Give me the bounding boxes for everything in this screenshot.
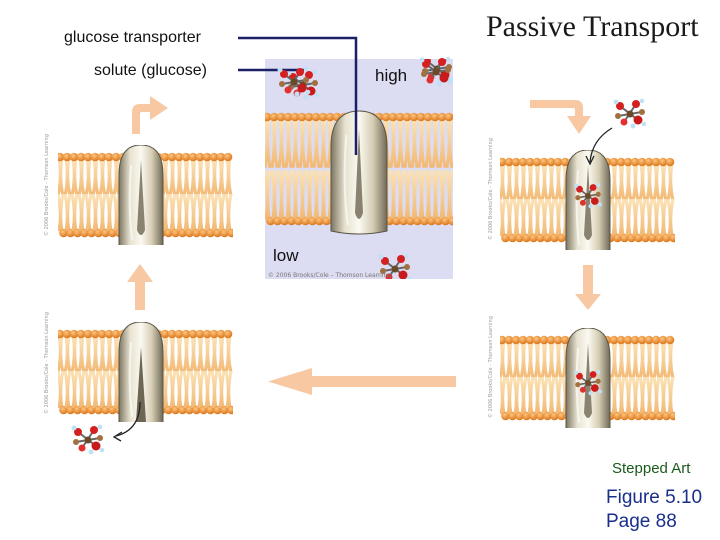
membrane-panel-bottom-left xyxy=(58,322,233,422)
transporter-leader-line xyxy=(238,36,358,155)
label-high-concentration: high xyxy=(375,66,408,85)
figure-reference: Figure 5.10 Page 88 xyxy=(606,486,702,534)
membrane-panel-bottom-right xyxy=(500,328,675,428)
page-number: Page 88 xyxy=(606,511,677,532)
stepped-art-label: Stepped Art xyxy=(612,460,691,477)
membrane-panel-top-right xyxy=(500,150,675,250)
block-arrow-icon xyxy=(575,265,601,310)
figure-number: Figure 5.10 xyxy=(606,487,703,508)
label-glucose-transporter: glucose transporter xyxy=(64,29,201,46)
curved-arrow-icon xyxy=(589,127,613,163)
glucose-transporter-protein xyxy=(330,110,388,235)
center-credit: © 2006 Brooks/Cole – Thomson Learning xyxy=(268,272,392,279)
glucose-transporter-protein xyxy=(118,322,164,422)
label-solute-glucose: solute (glucose) xyxy=(94,62,207,79)
lipid-bilayer xyxy=(58,152,233,238)
glucose-transporter-protein xyxy=(118,145,164,245)
block-arrow-icon xyxy=(268,368,456,395)
slide-title: Passive Transport xyxy=(486,10,699,43)
block-arrow-icon xyxy=(127,264,153,310)
block-arrow-icon xyxy=(530,100,591,134)
block-arrow-icon xyxy=(132,96,168,134)
label-low-concentration: low xyxy=(273,246,299,265)
glucose-transporter-protein xyxy=(565,150,611,250)
curved-arrow-icon xyxy=(115,401,141,437)
membrane-panel-top-left xyxy=(58,145,233,245)
